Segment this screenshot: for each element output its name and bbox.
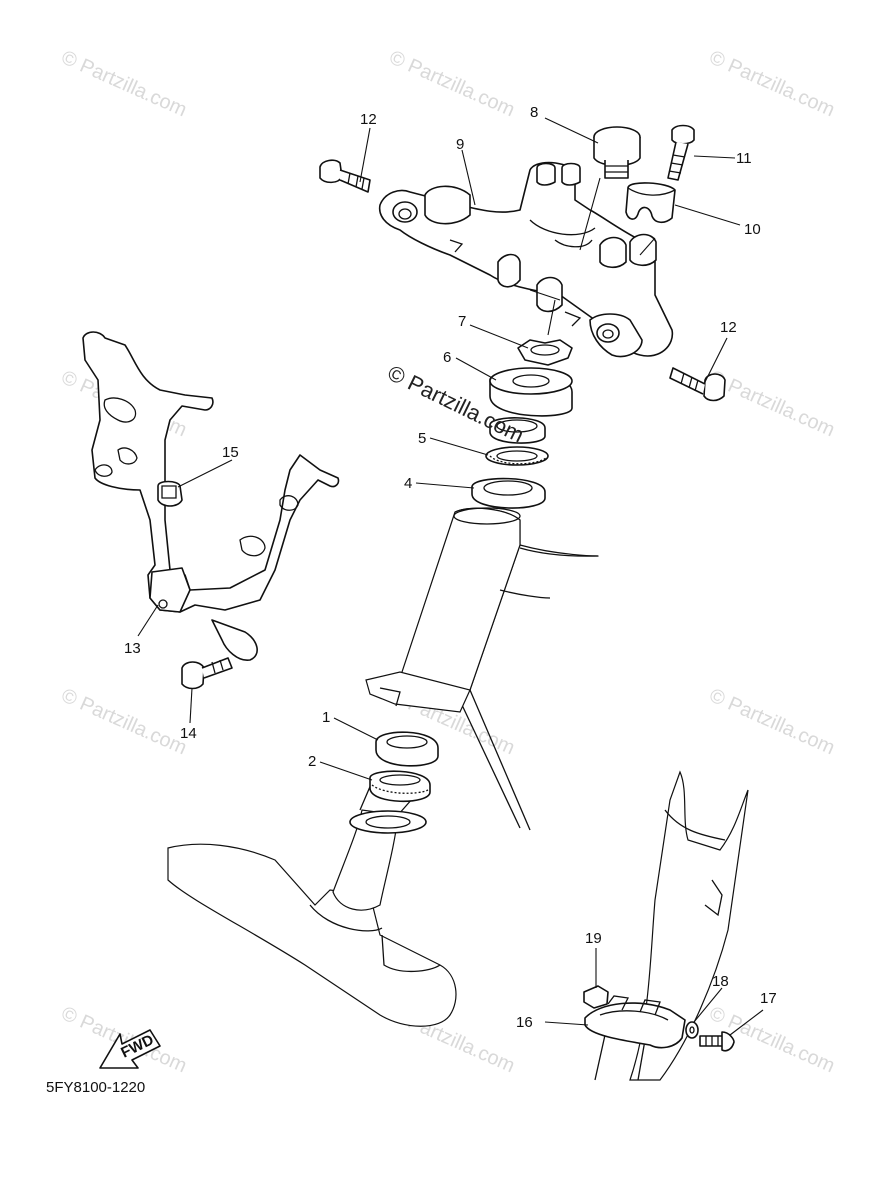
leader-lines <box>137 117 764 1036</box>
part-11-bolt <box>667 124 695 181</box>
callout-1: 1 <box>322 709 330 726</box>
callout-6: 6 <box>443 349 451 366</box>
callout-10: 10 <box>744 221 761 238</box>
part-10-clamp-cap <box>625 182 676 224</box>
callout-14: 14 <box>180 725 197 742</box>
part-6-cover <box>489 367 573 417</box>
part-17-bolt <box>699 1031 735 1052</box>
callout-11: 11 <box>736 150 752 167</box>
callout-17: 17 <box>760 990 777 1007</box>
callout-7: 7 <box>458 313 466 330</box>
callout-4: 4 <box>404 475 412 492</box>
callout-13: 13 <box>124 640 141 657</box>
part-19-nut <box>583 985 609 1009</box>
watermark: © Partzilla.com <box>58 684 190 759</box>
callout-12-right: 12 <box>720 319 737 336</box>
callout-5: 5 <box>418 430 426 447</box>
part-1-race <box>375 731 439 767</box>
lower-bracket <box>167 843 457 1027</box>
callout-8: 8 <box>530 104 538 121</box>
part-8-bolt <box>593 126 641 179</box>
part-2-bearing <box>349 770 431 834</box>
part-12-bolt-left <box>319 159 371 193</box>
callout-12-top: 12 <box>360 111 377 128</box>
watermark: © Partzilla.com <box>58 46 190 121</box>
watermark: © Partzilla.com <box>386 46 518 121</box>
callout-18: 18 <box>712 973 729 990</box>
callout-15: 15 <box>222 444 239 461</box>
watermark: © Partzilla.com <box>706 46 838 121</box>
part-4-race <box>471 477 546 509</box>
watermark: © Partzilla.com <box>706 684 838 759</box>
part-18-washer <box>685 1021 699 1039</box>
part-13-bracket <box>82 331 340 661</box>
part-7-ring-nut <box>517 339 573 366</box>
part-16-clamp <box>584 995 686 1049</box>
callout-9: 9 <box>456 136 464 153</box>
callout-19: 19 <box>585 930 602 947</box>
callout-labels: 1 2 4 5 6 7 8 9 10 11 12 12 13 14 15 16 … <box>124 104 777 1031</box>
watermark: © Partzilla.com <box>706 366 838 441</box>
part-12-bolt-right <box>669 367 726 402</box>
callout-16: 16 <box>516 1014 533 1031</box>
part-14-bolt <box>181 657 233 690</box>
callout-2: 2 <box>308 753 316 770</box>
diagram-code: 5FY8100-1220 <box>46 1079 145 1096</box>
part-5-bearing <box>485 417 549 466</box>
fwd-arrow: FWD <box>99 1029 161 1069</box>
upper-bracket <box>378 161 674 358</box>
